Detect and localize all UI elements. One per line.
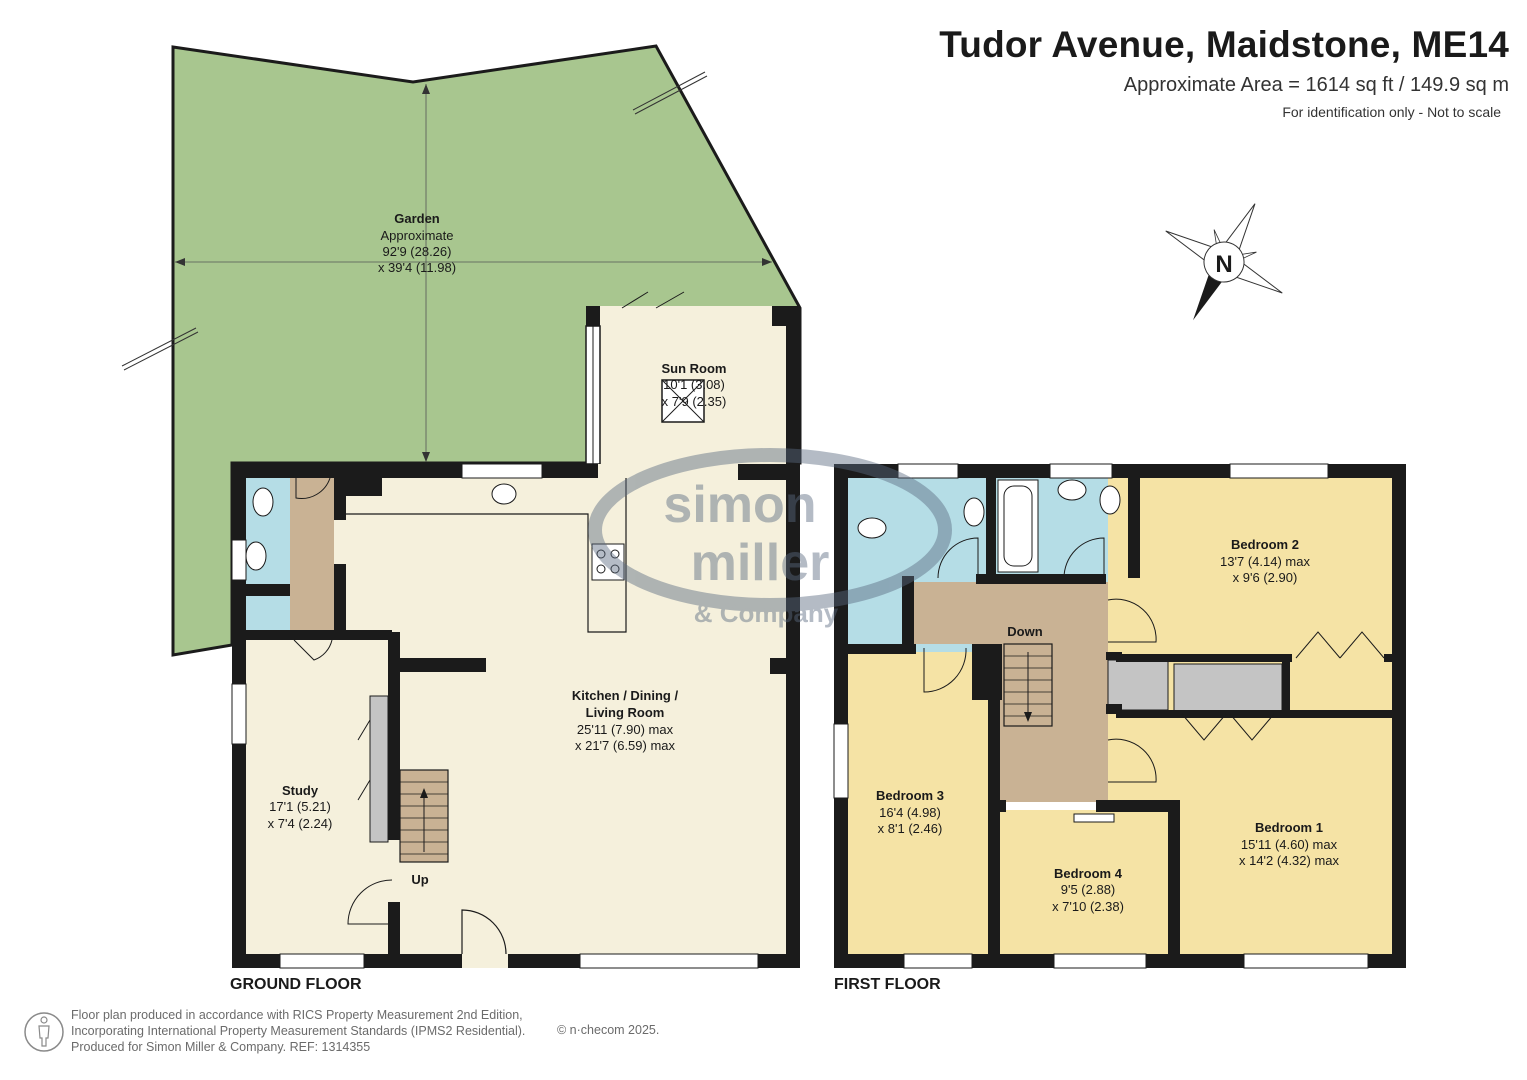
bedroom4-line1: 9'5 (2.88)	[1061, 882, 1116, 897]
study-room	[244, 640, 388, 956]
footer-line3: Produced for Simon Miller & Company. REF…	[71, 1040, 371, 1054]
bedroom-4	[998, 810, 1176, 968]
bedroom-3	[836, 652, 998, 968]
kitchen-line1: 25'11 (7.90) max	[577, 722, 674, 737]
watermark: simon miller & Company	[588, 448, 952, 628]
garden-line1: Approximate	[381, 228, 454, 243]
bedroom1-line1: 15'11 (4.60) max	[1241, 837, 1338, 852]
ground-floor-label: GROUND FLOOR	[230, 976, 362, 993]
footer-line2: Incorporating International Property Mea…	[71, 1024, 526, 1038]
sun-room-name: Sun Room	[662, 361, 727, 376]
garden-line2: 92'9 (28.26)	[383, 244, 452, 259]
first-floor-label: FIRST FLOOR	[834, 976, 941, 993]
kitchen-line2: x 21'7 (6.59) max	[575, 738, 676, 753]
copyright: © n·checom 2025.	[557, 1023, 660, 1037]
ground-cupboard	[244, 596, 290, 630]
bedroom2-line2: x 9'6 (2.90)	[1233, 570, 1298, 585]
ground-hall	[290, 464, 334, 632]
compass-label: N	[1215, 251, 1232, 278]
sun-room-line1: 10'1 (3.08)	[663, 377, 725, 392]
page-title: Tudor Avenue, Maidstone, ME14	[939, 24, 1509, 65]
stairs-up-label: Up	[411, 872, 428, 887]
footer-notes: Floor plan produced in accordance with R…	[71, 1007, 525, 1055]
stairs-down-label: Down	[1007, 624, 1042, 639]
watermark-line3: & Company	[694, 598, 839, 628]
study-line1: 17'1 (5.21)	[269, 799, 331, 814]
scale-disclaimer: For identification only - Not to scale	[1282, 104, 1501, 120]
watermark-line2: miller	[691, 534, 830, 592]
bedroom3-name: Bedroom 3	[876, 788, 944, 803]
bedroom4-name: Bedroom 4	[1054, 866, 1123, 881]
compass-icon	[1165, 203, 1283, 321]
sun-room-line2: x 7'9 (2.35)	[662, 394, 727, 409]
bedroom3-line2: x 8'1 (2.46)	[878, 821, 943, 836]
watermark-line1: simon	[663, 476, 816, 534]
kitchen-name2: Living Room	[586, 705, 665, 720]
bedroom2-name: Bedroom 2	[1231, 537, 1299, 552]
study-line2: x 7'4 (2.24)	[268, 816, 333, 831]
bedroom4-line2: x 7'10 (2.38)	[1052, 899, 1124, 914]
garden-line3: x 39'4 (11.98)	[378, 260, 456, 275]
area-summary: Approximate Area = 1614 sq ft / 149.9 sq…	[1123, 74, 1509, 96]
person-icon	[24, 1012, 64, 1052]
bedroom1-name: Bedroom 1	[1255, 820, 1323, 835]
garden-name: Garden	[394, 211, 440, 226]
footer-line1: Floor plan produced in accordance with R…	[71, 1008, 523, 1022]
kitchen-name1: Kitchen / Dining /	[572, 688, 679, 703]
bedroom1-line2: x 14'2 (4.32) max	[1239, 853, 1340, 868]
bedroom2-line1: 13'7 (4.14) max	[1220, 554, 1310, 569]
bedroom3-line1: 16'4 (4.98)	[879, 805, 941, 820]
study-name: Study	[282, 783, 319, 798]
